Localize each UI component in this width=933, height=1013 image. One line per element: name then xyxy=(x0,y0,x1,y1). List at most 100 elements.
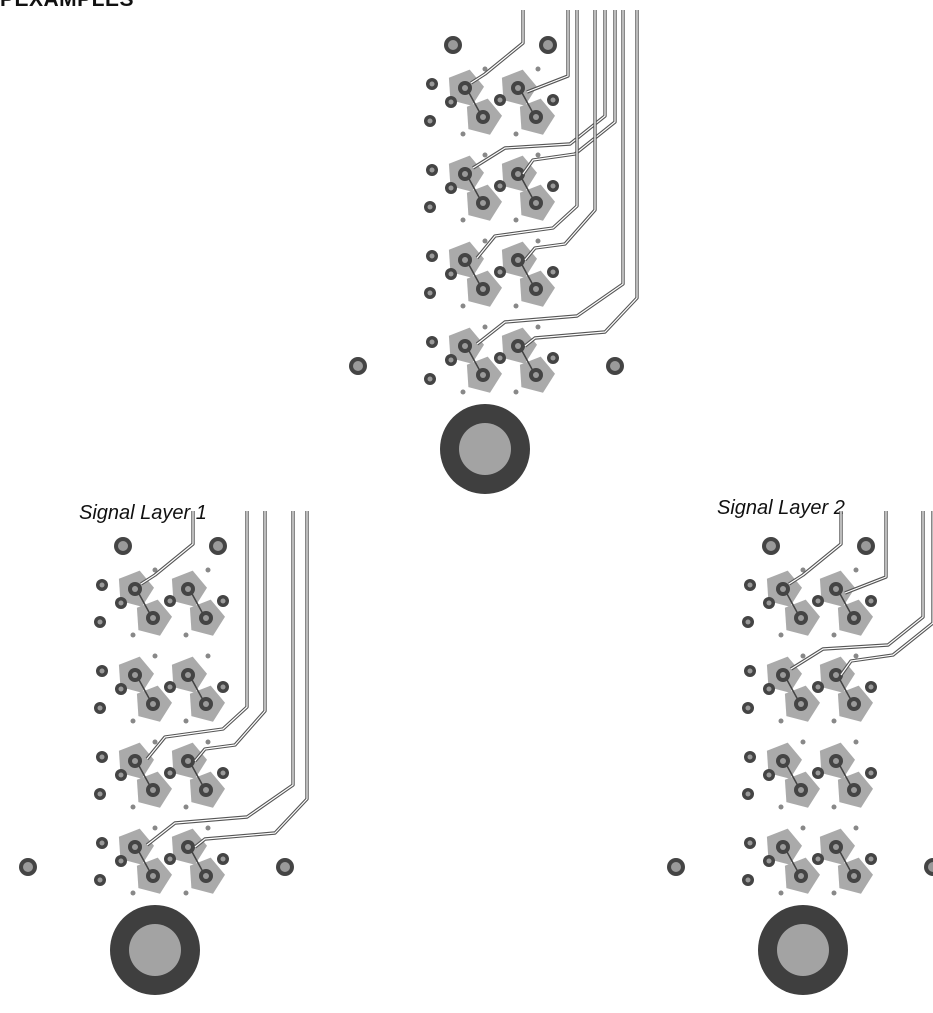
trace-pair-gap xyxy=(194,511,308,848)
small-dot xyxy=(130,804,136,810)
trace-pair xyxy=(145,511,249,761)
pad-via-hole xyxy=(851,873,857,879)
ground-via-hole xyxy=(97,619,103,625)
pad-via-hole xyxy=(833,758,839,764)
side-via-hole xyxy=(928,862,933,872)
pad-via-hole xyxy=(480,200,486,206)
pad-via-hole xyxy=(185,758,191,764)
ground-via-hole xyxy=(220,684,226,690)
ground-via-hole xyxy=(868,770,874,776)
large-via-hole xyxy=(129,924,181,976)
small-dot xyxy=(152,653,158,659)
caption-signal-layer-1: Signal Layer 1 xyxy=(79,502,207,524)
pad-via-hole xyxy=(185,844,191,850)
pad-via-hole xyxy=(851,701,857,707)
caption-signal-layer-2: Signal Layer 2 xyxy=(717,497,845,519)
stub xyxy=(520,176,534,200)
small-dot xyxy=(778,632,784,638)
ground-via-hole xyxy=(815,856,821,862)
trace-pair-gap xyxy=(194,511,266,762)
corner-via-hole xyxy=(118,541,128,551)
small-dot xyxy=(183,632,189,638)
ground-via-hole xyxy=(448,99,454,105)
trace-pair-gap xyxy=(522,10,616,175)
ground-via-hole xyxy=(868,598,874,604)
small-dot xyxy=(460,131,466,137)
ground-via-hole xyxy=(97,877,103,883)
stub xyxy=(137,591,151,615)
ground-via-hole xyxy=(448,357,454,363)
pad-via-hole xyxy=(851,615,857,621)
pad-via-hole xyxy=(150,615,156,621)
ground-via-hole xyxy=(448,271,454,277)
small-dot xyxy=(853,825,859,831)
stub xyxy=(137,763,151,787)
ground-via-hole xyxy=(550,97,556,103)
pad-via-hole xyxy=(798,787,804,793)
small-dot xyxy=(152,739,158,745)
pad-via-hole xyxy=(132,586,138,592)
ground-via-hole xyxy=(118,600,124,606)
trace-pair xyxy=(140,511,195,586)
pad-via-hole xyxy=(480,114,486,120)
trace-pair xyxy=(470,10,525,85)
pad-via-hole xyxy=(515,171,521,177)
side-via-hole xyxy=(353,361,363,371)
pad-via-hole xyxy=(150,873,156,879)
small-dot xyxy=(831,632,837,638)
pad-via-hole xyxy=(203,701,209,707)
trace-pair-gap xyxy=(524,10,638,347)
ground-via-hole xyxy=(815,770,821,776)
small-dot xyxy=(205,567,211,573)
pad-via-hole xyxy=(515,257,521,263)
stub xyxy=(137,849,151,873)
ground-via-hole xyxy=(427,118,433,124)
small-dot xyxy=(513,303,519,309)
pad-via-hole xyxy=(833,844,839,850)
ground-via-hole xyxy=(429,253,435,259)
ground-via-hole xyxy=(97,705,103,711)
pad-via-hole xyxy=(798,615,804,621)
ground-via-hole xyxy=(766,686,772,692)
small-dot xyxy=(205,653,211,659)
small-dot xyxy=(152,825,158,831)
ground-via-hole xyxy=(497,269,503,275)
small-dot xyxy=(513,389,519,395)
pad-via-hole xyxy=(798,873,804,879)
small-dot xyxy=(130,890,136,896)
stub xyxy=(190,677,204,701)
pad-via-hole xyxy=(780,758,786,764)
ground-via-hole xyxy=(220,856,226,862)
trace-pair-gap xyxy=(844,511,887,594)
pad-via-hole xyxy=(185,586,191,592)
stub xyxy=(838,677,852,701)
small-dot xyxy=(460,303,466,309)
trace-pair-gap xyxy=(788,511,842,585)
panel-signal-layer-1 xyxy=(19,511,309,995)
small-dot xyxy=(535,324,541,330)
ground-via-hole xyxy=(427,290,433,296)
trace-pair-gap xyxy=(524,10,596,261)
pad-via-hole xyxy=(132,844,138,850)
corner-via-hole xyxy=(861,541,871,551)
ground-via-hole xyxy=(118,858,124,864)
pad-via-hole xyxy=(515,343,521,349)
pad-via-hole xyxy=(132,672,138,678)
ground-via-hole xyxy=(550,269,556,275)
large-via-hole xyxy=(777,924,829,976)
small-dot xyxy=(152,567,158,573)
ground-via-hole xyxy=(118,772,124,778)
ground-via-hole xyxy=(427,204,433,210)
small-dot xyxy=(513,131,519,137)
stub xyxy=(467,176,481,200)
stub xyxy=(785,677,799,701)
corner-via-hole xyxy=(213,541,223,551)
trace-pair-gap xyxy=(472,10,606,169)
small-dot xyxy=(778,718,784,724)
pad-via-hole xyxy=(150,701,156,707)
stub xyxy=(520,348,534,372)
ground-via-hole xyxy=(815,598,821,604)
small-dot xyxy=(800,825,806,831)
ground-via-hole xyxy=(220,598,226,604)
trace-pair-gap xyxy=(146,511,294,846)
